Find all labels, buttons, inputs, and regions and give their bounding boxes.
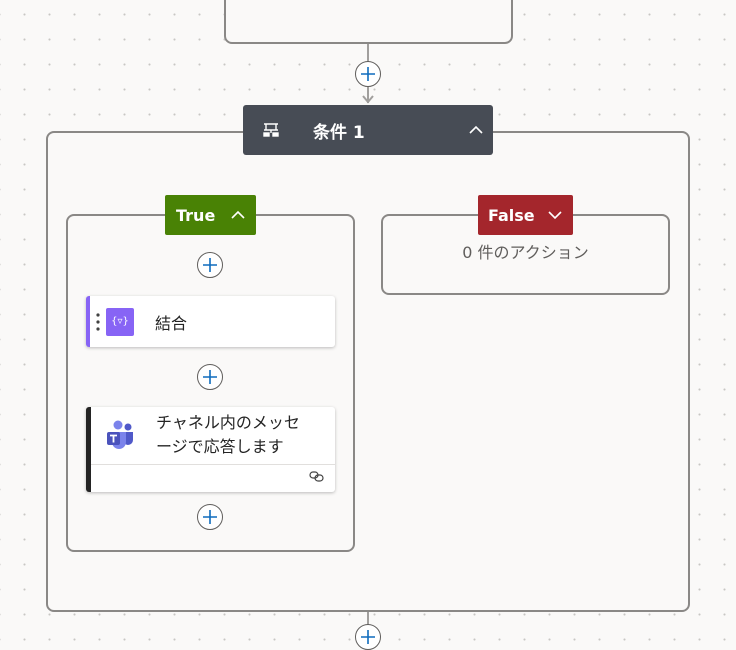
plus-icon bbox=[203, 370, 217, 384]
condition-icon bbox=[263, 123, 279, 137]
false-branch-label[interactable]: False bbox=[478, 195, 573, 235]
plus-icon bbox=[203, 510, 217, 524]
action-card-join[interactable]: {▿} 結合 bbox=[86, 296, 335, 347]
true-label-text: True bbox=[176, 205, 216, 225]
false-action-count: 0 件のアクション bbox=[462, 243, 589, 262]
action-count-label: 1 件のアクション bbox=[305, 0, 431, 42]
plus-icon bbox=[203, 258, 217, 272]
condition-title: 条件 1 bbox=[313, 122, 365, 143]
chevron-up-icon[interactable] bbox=[469, 125, 483, 135]
previous-scope-card[interactable]: 1 件のアクション bbox=[224, 0, 513, 44]
true-branch-label[interactable]: True bbox=[165, 195, 256, 235]
false-label-text: False bbox=[488, 205, 535, 225]
action-title-line-1: チャネル内のメッセ bbox=[156, 413, 300, 432]
add-action-button[interactable] bbox=[197, 504, 223, 530]
plus-icon bbox=[361, 67, 375, 81]
chevron-up-icon[interactable] bbox=[231, 210, 245, 220]
condition-header[interactable]: 条件 1 bbox=[243, 105, 493, 155]
add-action-button[interactable] bbox=[197, 364, 223, 390]
link-icon[interactable] bbox=[309, 469, 325, 483]
action-title: 結合 bbox=[155, 313, 188, 333]
plus-icon bbox=[361, 630, 375, 644]
divider bbox=[91, 464, 335, 465]
action-title-line-2: ージで応答します bbox=[156, 437, 284, 456]
action-title: チャネル内のメッセ ージで応答します bbox=[156, 411, 300, 459]
variable-icon: {▿} bbox=[106, 307, 134, 336]
drag-handle-icon[interactable] bbox=[96, 312, 100, 331]
action-card-teams-reply[interactable]: チャネル内のメッセ ージで応答します bbox=[86, 407, 335, 492]
add-action-button[interactable] bbox=[355, 624, 381, 650]
teams-icon bbox=[107, 420, 133, 449]
add-action-button[interactable] bbox=[355, 61, 381, 87]
add-action-button[interactable] bbox=[197, 252, 223, 278]
chevron-down-icon[interactable] bbox=[548, 210, 562, 220]
